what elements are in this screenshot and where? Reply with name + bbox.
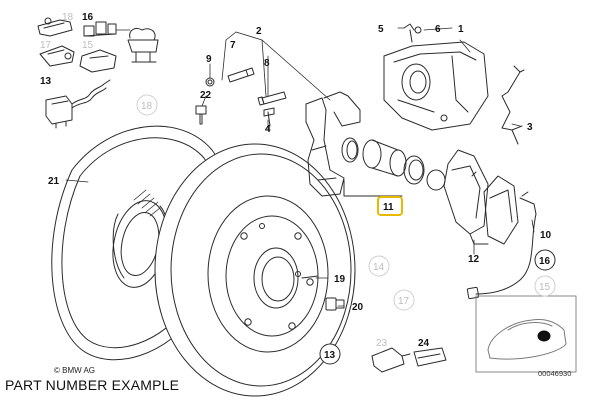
sensor-connector-drawing	[45, 79, 111, 129]
part-label-13-inset: 13	[40, 76, 52, 87]
part-label-13-circled: 13	[324, 350, 336, 361]
anti-rattle-spring-drawing	[501, 65, 525, 145]
part-label-2: 2	[256, 26, 262, 37]
hose-bracket-drawing	[39, 45, 75, 67]
vehicle-thumbnail	[475, 295, 577, 373]
part-label-19: 19	[334, 274, 346, 285]
part-label-23: 23	[376, 338, 388, 349]
bolt-20-drawing	[325, 297, 345, 311]
bolt-22-drawing	[195, 105, 207, 125]
caliper-carrier-drawing	[305, 91, 361, 197]
part-label-17-circled: 17	[398, 296, 410, 307]
part-label-6: 6	[435, 24, 441, 35]
part-number-labels: 1 2 3 4 5 6 7 8 9 10 11 12 13 13 14 15 1…	[40, 12, 552, 361]
part-label-12: 12	[468, 254, 480, 265]
part-label-5: 5	[378, 24, 384, 35]
part-label-24: 24	[418, 338, 430, 349]
leader-lines	[65, 27, 535, 307]
part-label-21: 21	[48, 176, 60, 187]
wear-sensor-drawing	[466, 191, 537, 300]
part-label-14-circled: 14	[373, 262, 385, 273]
brake-line-clip-drawing	[37, 17, 73, 37]
paste-sachet-drawing	[413, 347, 447, 367]
part-label-17-inset: 17	[40, 40, 52, 51]
part-label-3: 3	[527, 122, 533, 133]
multi-clip-drawing	[83, 21, 117, 37]
part-label-16-inset: 16	[82, 12, 94, 23]
part-label-15-circled: 15	[539, 282, 551, 293]
brake-caliper-drawing	[383, 23, 489, 131]
part-label-16-circled: 16	[539, 256, 551, 267]
part-label-8: 8	[264, 58, 270, 69]
part-label-22: 22	[200, 90, 212, 101]
part-label-18-circled: 18	[141, 101, 153, 112]
guide-bolt-7-drawing	[227, 67, 255, 83]
highlight-box	[377, 196, 403, 216]
bolt-4-drawing	[263, 107, 275, 127]
small-parts-inset	[37, 17, 159, 129]
drawing-number: 00046930	[538, 369, 571, 378]
line-holder-drawing	[127, 27, 159, 63]
part-label-4: 4	[265, 124, 271, 135]
part-label-11: 11	[383, 202, 394, 213]
brake-disc-drawing	[154, 143, 356, 397]
grease-tube-drawing	[371, 347, 411, 373]
brake-pads-drawing	[443, 149, 519, 245]
piston-kit-drawing	[341, 137, 446, 197]
part-label-10: 10	[540, 230, 552, 241]
part-label-7: 7	[230, 40, 236, 51]
circled-callouts	[136, 94, 556, 365]
part-number-example-caption: PART NUMBER EXAMPLE	[5, 377, 180, 393]
bolt-8-drawing	[257, 91, 287, 106]
part-label-1: 1	[458, 24, 464, 35]
holder-drawing	[79, 49, 117, 73]
bolt-9-drawing	[205, 77, 215, 87]
part-label-15-inset: 15	[82, 40, 94, 51]
copyright-text: © BMW AG	[54, 366, 95, 375]
part-label-20: 20	[352, 302, 364, 313]
wheel-stud-drawing	[301, 275, 319, 279]
part-label-18-inset: 18	[62, 12, 74, 23]
part-label-9: 9	[206, 54, 212, 65]
